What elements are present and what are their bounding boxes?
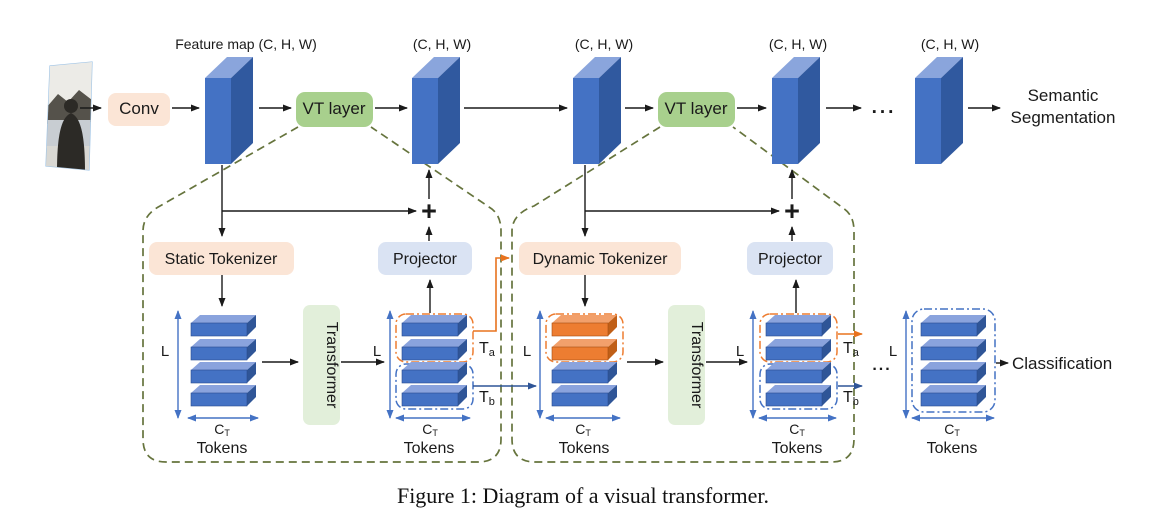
- stack1-tokens-label: Tokens: [197, 440, 248, 457]
- transformer-2-label: Transformer: [688, 322, 705, 409]
- vt2-wiring: [581, 165, 800, 366]
- vt1-residual-plus: +: [421, 196, 437, 226]
- projector-1-label: Projector: [393, 251, 458, 268]
- vt-layer-2-box: [658, 92, 735, 127]
- stack4-tb-label: Tb: [843, 389, 859, 408]
- stack4-length-label: L: [736, 343, 744, 360]
- classification-label: Classification: [1012, 354, 1112, 373]
- stack2-tokens-label: Tokens: [404, 440, 455, 457]
- chw-label-4: (C, H, W): [769, 36, 827, 52]
- feature-map-block-1: [205, 57, 253, 164]
- stack2-channel-label: CT: [422, 421, 438, 438]
- token-stack-1: L CT Tokens: [161, 310, 259, 457]
- stack4-ta-label: Ta: [843, 340, 860, 359]
- transformer-2-box: [668, 305, 705, 425]
- vt-layer-1-box: [296, 92, 373, 127]
- feature-map-block-5: [915, 57, 963, 164]
- output-line2: Segmentation: [1011, 108, 1116, 127]
- conv-box: [108, 93, 170, 126]
- stack1-channel-label: CT: [214, 421, 230, 438]
- stack3-length-label: L: [523, 343, 531, 360]
- token-stack-3: L CT Tokens: [523, 310, 624, 457]
- stack2-ta-label: Ta: [479, 340, 496, 359]
- final-stack-channel-label: CT: [944, 421, 960, 438]
- projector-2-box: [747, 242, 833, 275]
- projector-2-label: Projector: [758, 251, 823, 268]
- final-stack-highlight-box: [911, 308, 996, 413]
- bottom-ellipsis: ...: [872, 357, 891, 374]
- vt1-wiring: [218, 165, 434, 366]
- stack3-tokens-label: Tokens: [559, 440, 610, 457]
- dynamic-tokenizer-label: Dynamic Tokenizer: [533, 251, 669, 268]
- feature-map-label: Feature map (C, H, W): [175, 36, 317, 52]
- token-stack-2: L CT Tokens Ta Tb: [373, 310, 496, 457]
- stack3-channel-label: CT: [575, 421, 591, 438]
- final-stack-tokens-label: Tokens: [927, 440, 978, 457]
- token-stack-final: L CT Tokens: [889, 308, 996, 457]
- top-ellipsis: ...: [872, 97, 897, 118]
- projector-1-box: [378, 242, 472, 275]
- input-image: [45, 61, 93, 171]
- token-stack-4: L CT Tokens Ta Tb: [736, 310, 860, 457]
- chw-label-3: (C, H, W): [575, 36, 633, 52]
- dynamic-tokenizer-box: [519, 242, 681, 275]
- output-line1: Semantic: [1028, 86, 1099, 105]
- vt-layer-2-container: [511, 126, 855, 463]
- chw-label-5: (C, H, W): [921, 36, 979, 52]
- conv-label: Conv: [119, 99, 159, 118]
- final-stack-length-label: L: [889, 343, 897, 360]
- ta-recurrence-connector: [473, 254, 510, 332]
- vt-layer-2-label: VT layer: [665, 99, 728, 118]
- vt-layer-1-container: [142, 126, 502, 463]
- visual-transformer-diagram: Conv Feature map (C, H, W) VT layer (C, …: [45, 36, 1116, 463]
- input-image-content: [46, 62, 92, 170]
- stack4-channel-label: CT: [789, 421, 805, 438]
- static-tokenizer-box: [149, 242, 294, 275]
- stack2-tb-label: Tb: [479, 389, 495, 408]
- stack4-tokens-label: Tokens: [772, 440, 823, 457]
- feature-map-block-2: [412, 57, 460, 164]
- transformer-1-box: [303, 305, 340, 425]
- vt2-residual-plus: +: [784, 196, 800, 226]
- semantic-segmentation-output: Semantic Segmentation: [1011, 86, 1116, 127]
- static-tokenizer-label: Static Tokenizer: [165, 251, 278, 268]
- figure-caption: Figure 1: Diagram of a visual transforme…: [396, 483, 770, 508]
- transformer-1-label: Transformer: [323, 322, 340, 409]
- feature-map-block-3: [573, 57, 621, 164]
- chw-label-2: (C, H, W): [413, 36, 471, 52]
- vt-layer-1-label: VT layer: [303, 99, 366, 118]
- feature-map-block-4: [772, 57, 820, 164]
- stack2-length-label: L: [373, 343, 381, 360]
- stack1-length-label: L: [161, 343, 169, 360]
